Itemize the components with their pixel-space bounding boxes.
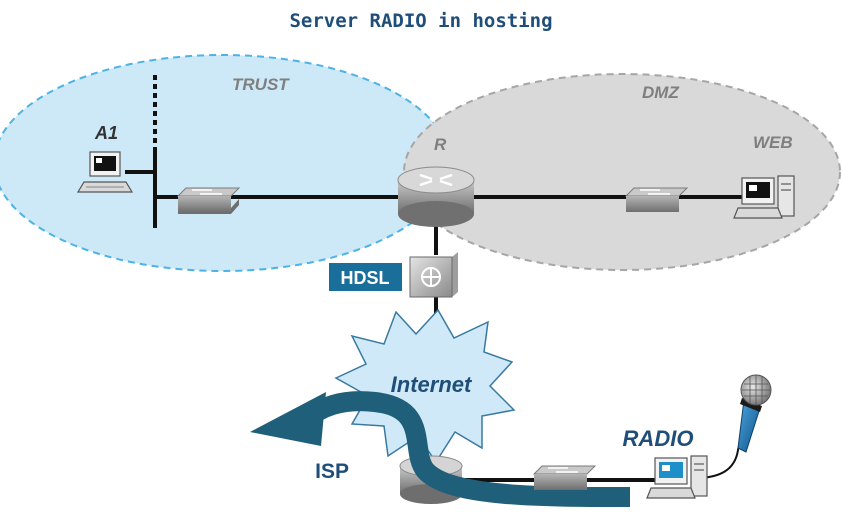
a1-label: A1 — [94, 123, 118, 143]
radio-workstation-icon — [646, 455, 708, 499]
a1-workstation-icon — [76, 151, 134, 193]
stream-arrow — [250, 391, 631, 507]
trust-zone-label: TRUST — [232, 75, 290, 94]
web-server-icon — [733, 175, 795, 219]
router-label: R — [434, 135, 447, 154]
isp-switch-icon — [532, 465, 597, 490]
internet-label: Internet — [391, 372, 473, 397]
trust-zone — [0, 54, 451, 272]
dmz-zone-label: DMZ — [642, 83, 679, 102]
microphone-icon — [737, 374, 772, 453]
web-label: WEB — [753, 133, 793, 152]
dmz-zone — [403, 73, 841, 271]
isp-label: ISP — [315, 460, 349, 483]
router-icon — [397, 166, 475, 227]
trust-switch-icon — [176, 187, 241, 214]
dmz-switch-icon — [624, 187, 689, 212]
hdsl-modem-icon — [409, 252, 458, 298]
diagram-title: Server RADIO in hosting — [289, 10, 552, 32]
radio-label: RADIO — [623, 426, 694, 451]
hdsl-badge — [329, 263, 402, 291]
hdsl-label: HDSL — [341, 268, 390, 288]
